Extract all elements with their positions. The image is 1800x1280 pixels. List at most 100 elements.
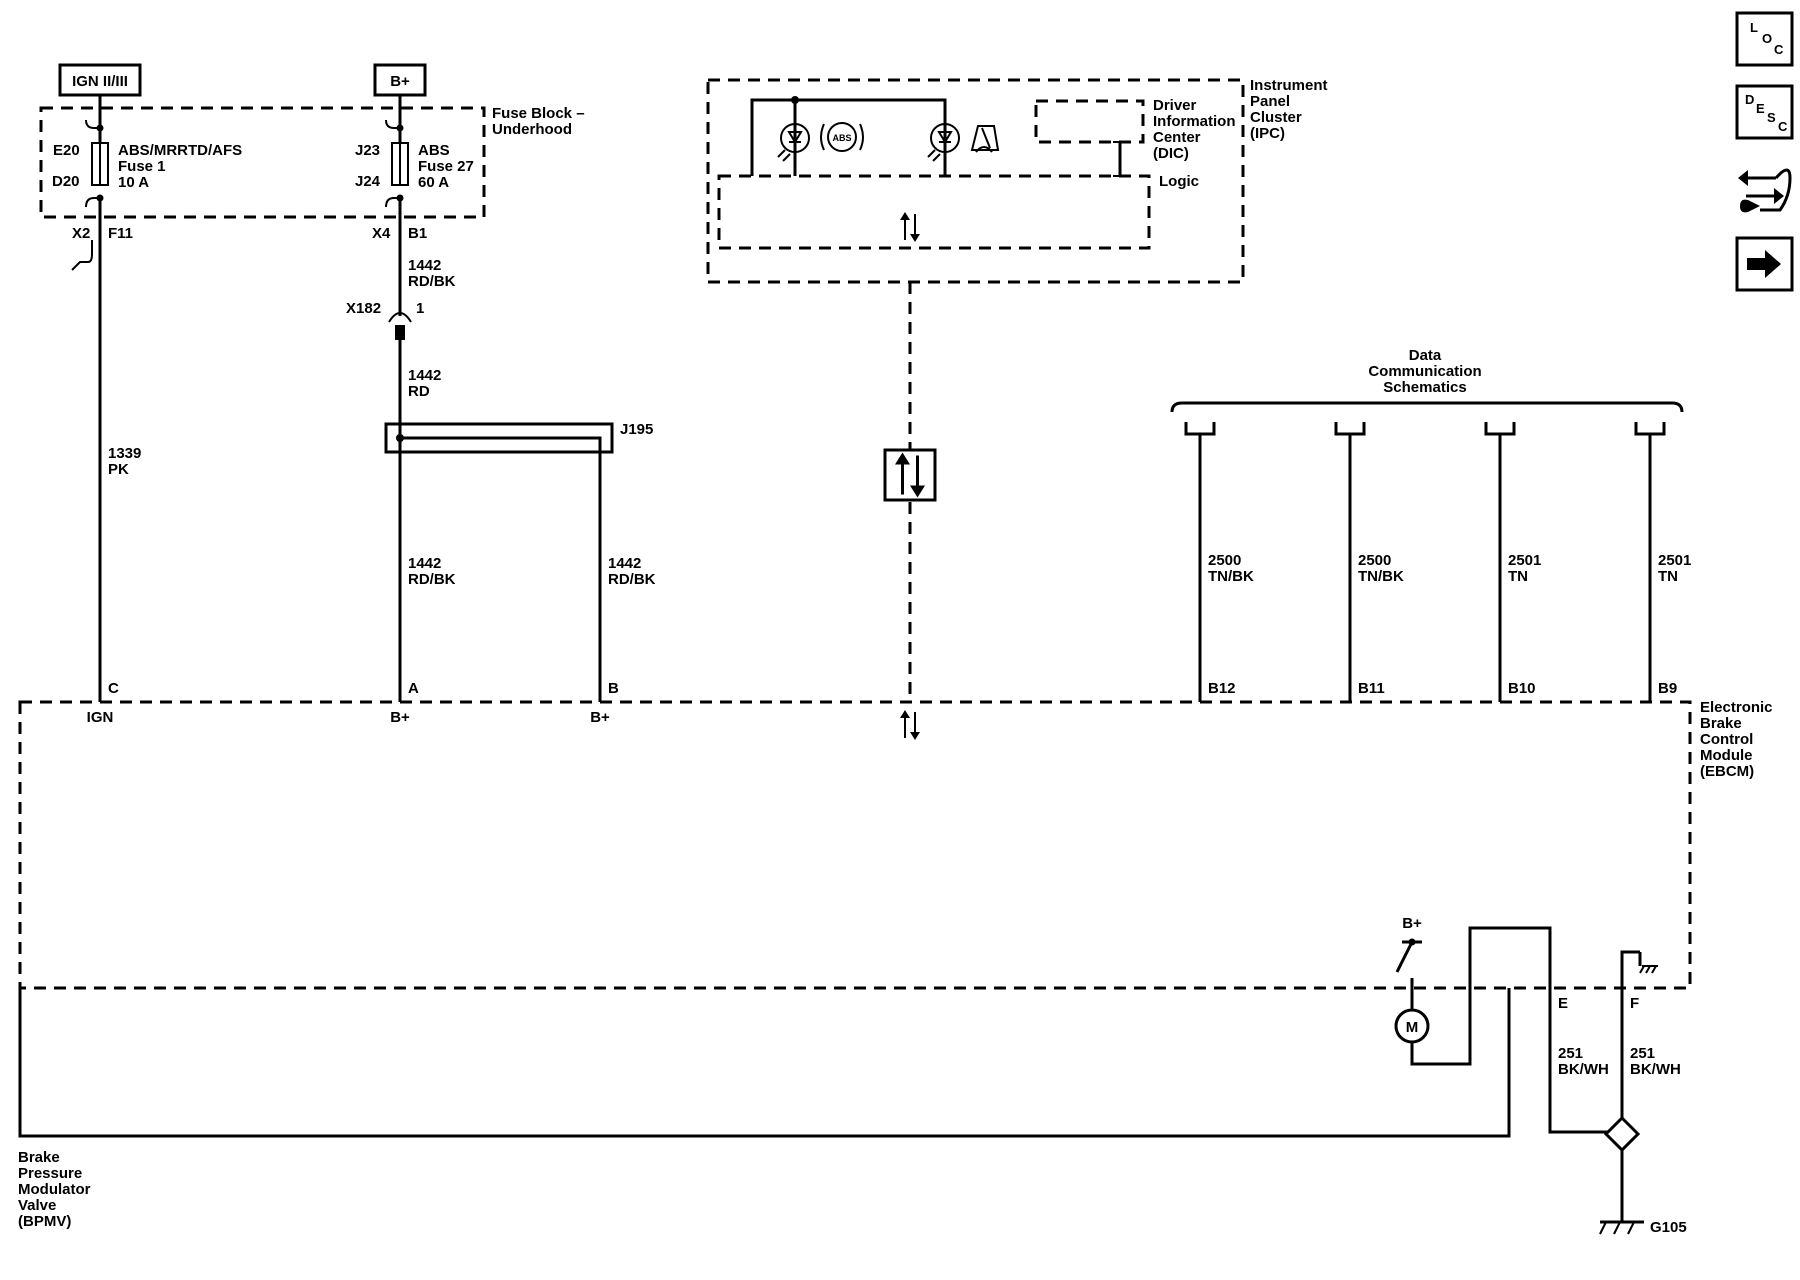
data-comm-label-1: Data	[1409, 347, 1442, 364]
dic-name-1: Driver	[1153, 97, 1197, 114]
desc-letter-c: C	[1778, 119, 1788, 134]
ground-pin-f: F	[1630, 995, 1639, 1012]
circuit-1442-connector-x4: X4	[372, 225, 391, 242]
ground-wire-f-number: 251	[1630, 1045, 1655, 1062]
fuse-27-name: ABS	[418, 142, 450, 159]
fuse-block-underhood: Fuse Block – Underhood	[39, 105, 585, 219]
ebcm-pin-a: A	[408, 680, 419, 697]
ign-power-label: IGN II/III	[72, 73, 128, 90]
data-wire-b12-color: TN/BK	[1208, 568, 1254, 585]
data-wire-b10-pin: B10	[1508, 680, 1536, 697]
data-wire-b12-pin: B12	[1208, 680, 1236, 697]
fuse-block-title-2: Underhood	[492, 121, 572, 138]
abs-lamp-label: ABS	[832, 133, 851, 143]
dic-name-4: (DIC)	[1153, 145, 1189, 162]
data-wire-b11-number: 2500	[1358, 552, 1391, 569]
loc-letter-l: L	[1750, 20, 1758, 35]
ipc-name-1: Instrument	[1250, 77, 1328, 94]
ebcm-name-5: (EBCM)	[1700, 763, 1754, 780]
fuse-1: E20 D20 ABS/MRRTD/AFS Fuse 1 10 A	[52, 95, 242, 208]
inline-connector-x182-pin: 1	[416, 300, 424, 317]
ebcm-pin-c: C	[108, 680, 119, 697]
ebcm-terminal-ign: IGN	[87, 709, 114, 726]
circuit-1442-color-4: RD/BK	[608, 571, 656, 588]
pump-motor-label: M	[1406, 1019, 1419, 1036]
logic-label: Logic	[1159, 173, 1199, 190]
ground-g105: G105	[1599, 1115, 1687, 1236]
data-wire-b12-number: 2500	[1208, 552, 1241, 569]
fuse-27-top-pin: J23	[355, 142, 380, 159]
circuit-1339-color: PK	[108, 461, 129, 478]
ign-power-source: IGN II/III	[58, 63, 142, 97]
ebcm-name-3: Control	[1700, 731, 1753, 748]
data-comm-label-2: Communication	[1368, 363, 1481, 380]
data-wire-b9-pin: B9	[1658, 680, 1677, 697]
data-communication-schematics: Data Communication Schematics 2500 TN/BK…	[1170, 347, 1691, 702]
data-wire-b11-pin: B11	[1358, 680, 1385, 697]
circuit-1442-number-3: 1442	[408, 555, 441, 572]
traction-control-lamp-icon	[970, 125, 1000, 153]
serial-data-link	[883, 282, 937, 741]
fuse-1-top-pin: E20	[53, 142, 80, 159]
desc-letter-e: E	[1756, 101, 1765, 116]
circuit-1339-number: 1339	[108, 445, 141, 462]
repair-procedures-icon[interactable]	[1737, 158, 1792, 214]
ebcm-name-2: Brake	[1700, 715, 1742, 732]
dic-name-3: Center	[1153, 129, 1201, 146]
fuse-1-bottom-pin: D20	[52, 173, 80, 190]
circuit-1442-color-2: RD	[408, 383, 430, 400]
fuse-27-number: Fuse 27	[418, 158, 474, 175]
loc-letter-o: O	[1762, 31, 1772, 46]
circuit-1442-color-1: RD/BK	[408, 273, 456, 290]
battery-power-source: B+	[373, 63, 427, 97]
data-wire-b9-color: TN	[1658, 568, 1678, 585]
pump-motor-circuit: B+ M	[1394, 915, 1610, 1134]
fuse-27-rating: 60 A	[418, 174, 449, 191]
circuit-1442-number-1: 1442	[408, 257, 441, 274]
bpmv-name-4: Valve	[18, 1197, 56, 1214]
circuit-1339: X2 F11 1339 PK	[71, 198, 141, 702]
inline-connector-x182: X182	[346, 300, 381, 317]
data-wire-b12: 2500 TN/BK B12	[1184, 422, 1254, 702]
data-wire-b10: 2501 TN B10	[1484, 422, 1541, 702]
ipc-name-2: Panel	[1250, 93, 1290, 110]
circuit-1442-number-2: 1442	[408, 367, 441, 384]
data-wire-b11: 2500 TN/BK B11	[1334, 422, 1404, 702]
motor-supply-label: B+	[1402, 915, 1422, 932]
ground-pin-e: E	[1558, 995, 1568, 1012]
circuit-1442-feed: X4 B1 1442 RD/BK X182 1 1442 RD	[346, 198, 456, 702]
fuse-27-bottom-pin: J24	[355, 173, 381, 190]
data-wire-b10-number: 2501	[1508, 552, 1541, 569]
ground-g105-label: G105	[1650, 1219, 1687, 1236]
bpmv-name-1: Brake	[18, 1149, 60, 1166]
data-wire-b9: 2501 TN B9	[1634, 422, 1691, 702]
next-arrow-button[interactable]	[1735, 236, 1794, 292]
fuse-27: J23 J24 ABS Fuse 27 60 A	[355, 95, 474, 208]
ebcm-terminal-bplus-1: B+	[390, 709, 410, 726]
description-nav-button[interactable]: D E S C	[1735, 84, 1794, 140]
bpmv-name-2: Pressure	[18, 1165, 82, 1182]
loc-letter-c: C	[1774, 42, 1784, 57]
splice-pack-j195: J195 1442 RD/BK 1442 RD/BK	[384, 421, 656, 702]
circuit-1442-pin-b1: B1	[408, 225, 427, 242]
ebcm-name-1: Electronic	[1700, 699, 1773, 716]
location-nav-button[interactable]: L O C	[1735, 11, 1794, 67]
desc-letter-s: S	[1767, 110, 1776, 125]
circuit-1339-connector: X2	[72, 225, 90, 242]
ebcm-pin-b: B	[608, 680, 619, 697]
data-wire-b9-number: 2501	[1658, 552, 1691, 569]
fuse-block-title-1: Fuse Block –	[492, 105, 585, 122]
ebcm-module: Electronic Brake Control Module (EBCM) C…	[18, 680, 1773, 1134]
fuse-1-name: ABS/MRRTD/AFS	[118, 142, 242, 159]
circuit-1442-color-3: RD/BK	[408, 571, 456, 588]
ipc-name-4: (IPC)	[1250, 125, 1285, 142]
battery-power-label: B+	[390, 73, 410, 90]
ebcm-terminal-bplus-2: B+	[590, 709, 610, 726]
ground-wire-f-color: BK/WH	[1630, 1061, 1681, 1078]
abs-warning-lamp: ABS	[820, 122, 864, 152]
dic-name-2: Information	[1153, 113, 1236, 130]
brake-pressure-modulator-valve: Brake Pressure Modulator Valve (BPMV)	[18, 988, 1511, 1230]
splice-j195-label: J195	[620, 421, 653, 438]
ground-wire-e-color: BK/WH	[1558, 1061, 1609, 1078]
